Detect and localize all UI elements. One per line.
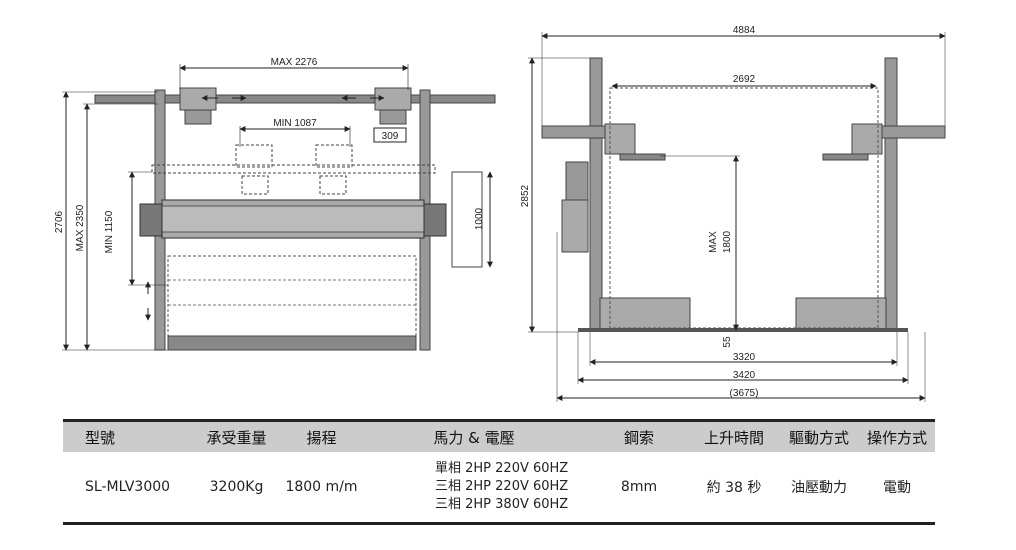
front-height-max: MAX 2350	[75, 204, 86, 251]
side-base-total: (3675)	[730, 388, 759, 399]
side-inner-span: 2692	[733, 74, 756, 85]
front-max-width: MAX 2276	[271, 57, 318, 68]
side-lift-value: 1800	[722, 230, 733, 253]
cell-model: SL-MLV3000	[85, 479, 171, 495]
cell-power: 單相 2HP 220V 60HZ 三相 2HP 220V 60HZ 三相 2HP…	[359, 460, 589, 514]
side-lift-max: MAX	[708, 231, 719, 253]
spec-table: 型號 承受重量 揚程 馬力 & 電壓 鋼索 上升時間 驅動方式 操作方式 SL-…	[63, 419, 935, 525]
front-min-width: MIN 1087	[273, 118, 317, 129]
side-height: 2852	[520, 184, 531, 207]
header-model: 型號	[85, 428, 116, 447]
front-height-min: MIN 1150	[104, 210, 115, 253]
side-view: 4884 2692 2852 MAX 1800 55 3320 3420 (36…	[520, 25, 946, 402]
header-drive: 驅動方式	[788, 428, 849, 447]
header-lift: 揚程	[306, 428, 337, 447]
header-power: 馬力 & 電壓	[433, 428, 515, 447]
technical-drawing: MAX 2276 MIN 1087 309 2706 MAX 2350 MIN …	[54, 25, 946, 402]
header-operation: 操作方式	[866, 428, 927, 447]
front-offset-309: 309	[382, 131, 399, 142]
cell-capacity: 3200Kg	[209, 479, 264, 495]
power-line-1: 單相 2HP 220V 60HZ	[435, 461, 569, 476]
front-platform-height: 1000	[474, 207, 485, 230]
front-view: MAX 2276 MIN 1087 309 2706 MAX 2350 MIN …	[54, 57, 496, 351]
cell-cable: 8mm	[620, 479, 658, 495]
power-line-2: 三相 2HP 220V 60HZ	[435, 479, 569, 494]
side-base-offset: 55	[722, 336, 733, 348]
table-row: SL-MLV3000 3200Kg 1800 m/m 單相 2HP 220V 6…	[63, 452, 935, 525]
header-rise-time: 上升時間	[703, 428, 764, 447]
spec-table-header: 型號 承受重量 揚程 馬力 & 電壓 鋼索 上升時間 驅動方式 操作方式	[63, 419, 935, 452]
cell-operation: 電動	[883, 480, 911, 496]
cell-lift: 1800 m/m	[285, 479, 358, 495]
power-line-3: 三相 2HP 380V 60HZ	[435, 497, 569, 512]
side-base-length: 3320	[733, 352, 756, 363]
header-cable: 鋼索	[623, 428, 654, 447]
front-height-total: 2706	[54, 210, 65, 233]
side-base-outer: 3420	[733, 370, 756, 381]
cell-rise-time: 約 38 秒	[706, 480, 762, 496]
header-capacity: 承受重量	[206, 428, 267, 447]
cell-drive: 油壓動力	[791, 480, 847, 496]
side-overall-length: 4884	[733, 25, 756, 36]
